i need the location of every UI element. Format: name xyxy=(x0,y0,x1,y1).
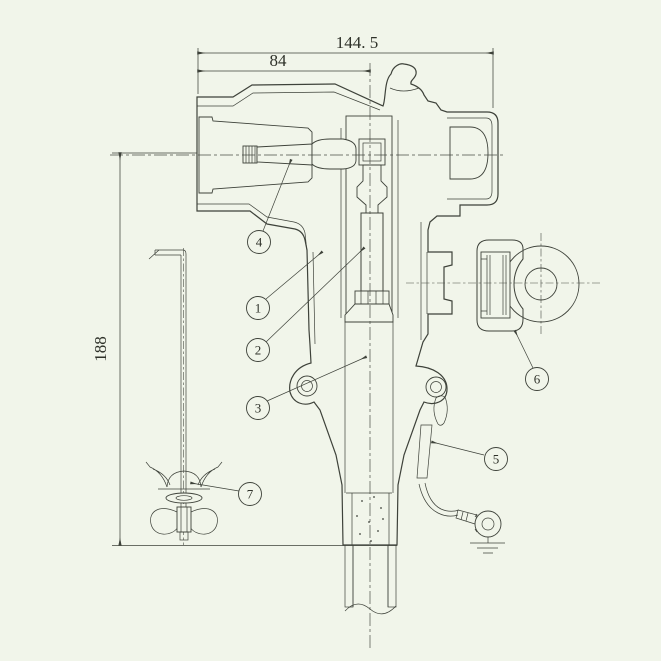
wing-nut xyxy=(150,506,218,535)
internal-parts xyxy=(242,138,397,615)
ear-holes xyxy=(296,375,447,398)
callout-2-label: 2 xyxy=(255,343,262,358)
body-outline xyxy=(196,63,499,546)
hook-rod-tool xyxy=(145,248,223,545)
pulling-eye-hole xyxy=(449,126,489,180)
contact-probe xyxy=(242,138,357,170)
callout-3: 3 xyxy=(246,355,368,420)
cap-cavity xyxy=(480,251,511,319)
washer xyxy=(165,492,203,504)
grounding-strap xyxy=(416,395,505,554)
callout-4: 4 xyxy=(247,158,293,254)
callout-1-label: 1 xyxy=(255,301,262,316)
ring-terminal xyxy=(474,510,502,538)
callout-6-label: 6 xyxy=(534,372,541,387)
inner-shield-lines xyxy=(197,87,493,345)
callout-2: 2 xyxy=(246,246,366,362)
cable-semicon xyxy=(351,493,390,545)
wire-bail xyxy=(145,461,223,490)
callouts: 4 1 2 3 5 6 7 xyxy=(190,158,549,506)
dim-text-overall-width: 144. 5 xyxy=(336,33,379,52)
cable-insulation xyxy=(344,303,394,494)
dim-text-inner-width: 84 xyxy=(270,51,288,70)
dim-text-overall-height: 188 xyxy=(91,336,110,362)
dimension-overall-width: 144. 5 xyxy=(197,33,494,108)
callout-7-label: 7 xyxy=(247,487,254,502)
callout-6: 6 xyxy=(513,329,549,391)
dimension-overall-height: 188 xyxy=(91,152,397,546)
callout-5-label: 5 xyxy=(493,452,500,467)
centerlines xyxy=(110,63,600,650)
probe-nut xyxy=(358,138,386,166)
cap-body xyxy=(476,239,524,332)
insulating-cap xyxy=(476,239,580,332)
callout-1: 1 xyxy=(246,250,324,320)
cable xyxy=(344,544,397,615)
callout-7: 7 xyxy=(190,481,262,506)
callout-3-label: 3 xyxy=(255,401,262,416)
callout-5: 5 xyxy=(430,440,508,471)
dimension-inner-width: 84 xyxy=(197,51,371,73)
earth-ground-symbol xyxy=(470,537,505,554)
callout-4-label: 4 xyxy=(256,235,263,250)
elbow-connector-body xyxy=(196,63,499,546)
dimensions: 144. 5 84 188 xyxy=(91,33,494,546)
